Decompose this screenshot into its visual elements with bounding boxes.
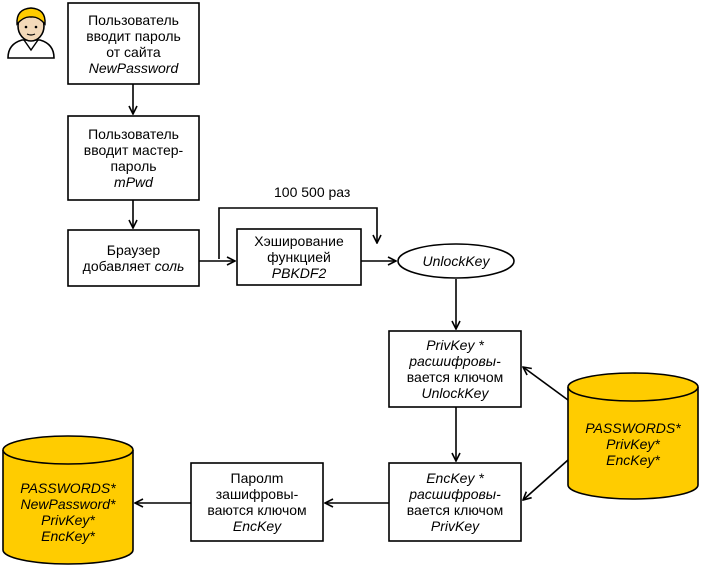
browser-adds-salt-text: Браузер добавляет соль	[68, 230, 199, 286]
label-line: ваются ключом	[207, 502, 307, 518]
enter-master-password-text: Пользователь вводит мастер- пароль mPwd	[68, 116, 199, 200]
label-line: EncKey *	[426, 470, 484, 486]
arrow-db-to-enckey	[523, 459, 569, 500]
label-line: NewPassword*	[20, 496, 116, 512]
label-line: EncKey	[232, 518, 282, 534]
label-line-mixed: добавляет соль	[83, 258, 185, 274]
label-line: зашифровы-	[215, 486, 299, 502]
label-fragment: добавляет	[82, 258, 155, 274]
node-decrypt-privkey	[388, 330, 522, 408]
label-line: PBKDF2	[271, 265, 327, 281]
label-line: функцией	[267, 249, 331, 265]
node-enter-site-password	[67, 2, 200, 85]
unlock-key-text: UnlockKey	[398, 244, 514, 278]
label-line: NewPassword	[88, 59, 179, 76]
label-line: Пользователь	[88, 11, 179, 28]
label-line: PASSWORDS*	[585, 420, 681, 436]
label-line: PrivKey*	[606, 436, 660, 452]
label-line: PrivKey	[430, 518, 480, 534]
label-line: Паролm	[230, 470, 284, 486]
encrypt-password-text: Паролm зашифровы- ваются ключом EncKey	[191, 463, 323, 541]
db-source-text: PASSWORDS* PrivKey* EncKey*	[568, 404, 698, 484]
arrow-hash-loop	[218, 207, 377, 259]
arrow-db-to-privkey	[523, 367, 569, 401]
loop-count-label: 100 500 раз	[274, 184, 351, 200]
db-result-text: PASSWORDS* NewPassword* PrivKey* EncKey*	[3, 470, 133, 554]
label-line: Хэширование	[254, 233, 344, 249]
label-line: вводит мастер-	[83, 142, 184, 158]
node-hashing-pbkdf2	[236, 228, 362, 286]
db-source-cylinder	[567, 372, 699, 500]
label-line: вводит пароль	[86, 27, 181, 44]
node-encrypt-password	[190, 462, 324, 542]
label-line: Браузер	[106, 242, 161, 258]
db-result-cylinder	[2, 435, 134, 565]
label-line: вается ключом	[406, 502, 504, 518]
label-line: EncKey*	[41, 528, 95, 544]
node-unlock-key	[397, 243, 515, 279]
label-line: расшифровы-	[409, 486, 501, 502]
hashing-pbkdf2-text: Хэширование функцией PBKDF2	[237, 229, 361, 285]
node-decrypt-enckey	[388, 462, 522, 542]
node-browser-adds-salt	[67, 229, 200, 287]
label-line: от сайта	[106, 43, 161, 60]
label-line: PrivKey*	[41, 512, 95, 528]
enter-site-password-text: Пользователь вводит пароль от сайта NewP…	[68, 3, 199, 84]
label-line: пароль	[110, 158, 157, 174]
label-line: Пользователь	[88, 126, 179, 142]
label-line: UnlockKey	[422, 253, 490, 269]
label-line: вается ключом	[406, 369, 504, 385]
label-fragment-italic: соль	[154, 258, 185, 274]
label-line: PASSWORDS*	[20, 480, 116, 496]
label-line: UnlockKey	[421, 385, 489, 401]
label-line: расшифровы-	[409, 353, 501, 369]
decrypt-enckey-text: EncKey * расшифровы- вается ключом PrivK…	[389, 463, 521, 541]
user-avatar-icon	[7, 7, 55, 59]
decrypt-privkey-text: PrivKey * расшифровы- вается ключом Unlo…	[389, 331, 521, 407]
label-line: mPwd	[114, 174, 153, 190]
label-line: PrivKey *	[426, 337, 484, 353]
label-line: EncKey*	[606, 452, 660, 468]
